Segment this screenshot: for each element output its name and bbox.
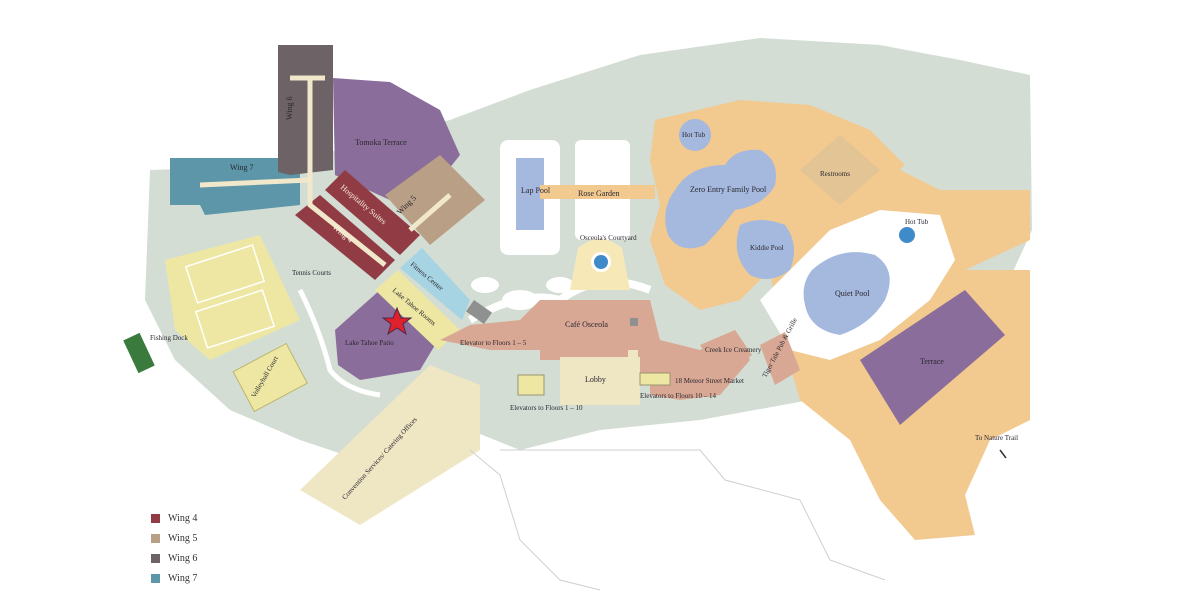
label-elevators-10-14: Elevators to Floors 10 – 14 <box>640 392 717 400</box>
garden-bed <box>471 277 499 293</box>
tiger-tale-pub <box>760 332 800 385</box>
quiet-pool <box>803 252 890 335</box>
legend-swatch <box>151 533 160 543</box>
legend-swatch <box>151 513 160 523</box>
label-elevators-1-10: Elevators to Floors 1 – 10 <box>510 404 583 412</box>
restrooms-area <box>800 135 880 205</box>
hospitality-suites <box>325 170 420 255</box>
legend-label: Wing 4 <box>168 512 198 524</box>
hot-tub-2 <box>899 227 915 243</box>
volleyball-court <box>232 342 308 413</box>
fitness-center <box>400 248 470 320</box>
meteor-market <box>676 372 711 397</box>
label-hot-tub-2: Hot Tub <box>905 218 929 226</box>
elevators-10-14 <box>639 372 671 386</box>
elevators-1-10 <box>517 374 545 396</box>
label-lap-pool: Lap Pool <box>521 186 551 195</box>
label-hot-tub-1: Hot Tub <box>682 131 706 139</box>
hot-tub-1 <box>679 119 711 151</box>
nature-trail-arrow-icon <box>999 449 1007 459</box>
boundary-line <box>500 449 886 581</box>
rose-garden-path <box>540 185 655 199</box>
cafe-osceola <box>440 300 750 400</box>
label-wing-6: Wing 6 <box>285 97 294 120</box>
legend-item-wing-5: Wing 5 <box>151 528 197 548</box>
wing-5 <box>385 155 485 245</box>
label-elevator-1-5: Elevator to Floors 1 – 5 <box>460 339 527 347</box>
lake-tahoe-patio <box>335 290 435 380</box>
legend-item-wing-4: Wing 4 <box>151 508 197 528</box>
zero-entry-pool <box>665 149 776 249</box>
terrace <box>860 290 1005 425</box>
convention-services <box>300 365 480 525</box>
label-meteor-market: 18 Meteor Street Market <box>675 377 744 385</box>
tennis-court-2 <box>194 289 276 349</box>
garden-bed <box>502 290 538 310</box>
legend-label: Wing 7 <box>168 572 198 584</box>
label-nature-trail: To Nature Trail <box>975 434 1018 442</box>
wing-4 <box>295 195 395 280</box>
label-cafe-osceola: Café Osceola <box>565 320 608 329</box>
legend: Wing 4 Wing 5 Wing 6 Wing 7 <box>151 508 197 588</box>
legend-swatch <box>151 573 160 583</box>
legend-label: Wing 5 <box>168 532 198 544</box>
label-restrooms: Restrooms <box>820 170 850 178</box>
walkway <box>297 288 381 398</box>
you-are-here-star-icon <box>381 306 413 336</box>
lap-pool <box>516 158 544 230</box>
legend-item-wing-7: Wing 7 <box>151 568 197 588</box>
restroom-icon <box>628 350 638 360</box>
garden-bed <box>546 277 574 293</box>
label-lobby: Lobby <box>585 375 606 384</box>
cafe-icon <box>630 318 638 326</box>
courtyard-fountain-water <box>594 255 608 269</box>
creek-ice-creamery <box>700 330 752 378</box>
restroom-icon <box>628 373 638 383</box>
legend-swatch <box>151 553 160 563</box>
label-fishing-dock: Fishing Dock <box>150 334 188 342</box>
label-quiet-pool: Quiet Pool <box>835 289 870 298</box>
label-creek-ice-creamery: Creek Ice Creamery <box>705 346 762 354</box>
label-osceola-courtyard: Osceola's Courtyard <box>580 234 637 242</box>
label-zero-entry-pool: Zero Entry Family Pool <box>690 185 767 194</box>
label-tomoka-terrace: Tomoka Terrace <box>355 138 407 147</box>
boundary-line <box>469 449 601 591</box>
legend-item-wing-6: Wing 6 <box>151 548 197 568</box>
lake-tahoe-rooms <box>375 270 460 350</box>
label-lake-tahoe-patio: Lake Tahoe Patio <box>345 339 394 347</box>
label-rose-garden: Rose Garden <box>578 189 620 198</box>
fishing-dock <box>123 332 155 374</box>
kiddie-pool <box>736 220 794 279</box>
label-tennis-courts: Tennis Courts <box>292 269 331 277</box>
label-terrace: Terrace <box>920 357 944 366</box>
legend-label: Wing 6 <box>168 552 198 564</box>
wing-7 <box>170 158 300 215</box>
tennis-court-1 <box>184 244 266 304</box>
elevator-1-5 <box>465 299 493 325</box>
label-kiddie-pool: Kiddie Pool <box>750 244 784 252</box>
lobby <box>560 357 640 405</box>
corridor <box>199 75 452 267</box>
label-wing-7: Wing 7 <box>230 163 253 172</box>
